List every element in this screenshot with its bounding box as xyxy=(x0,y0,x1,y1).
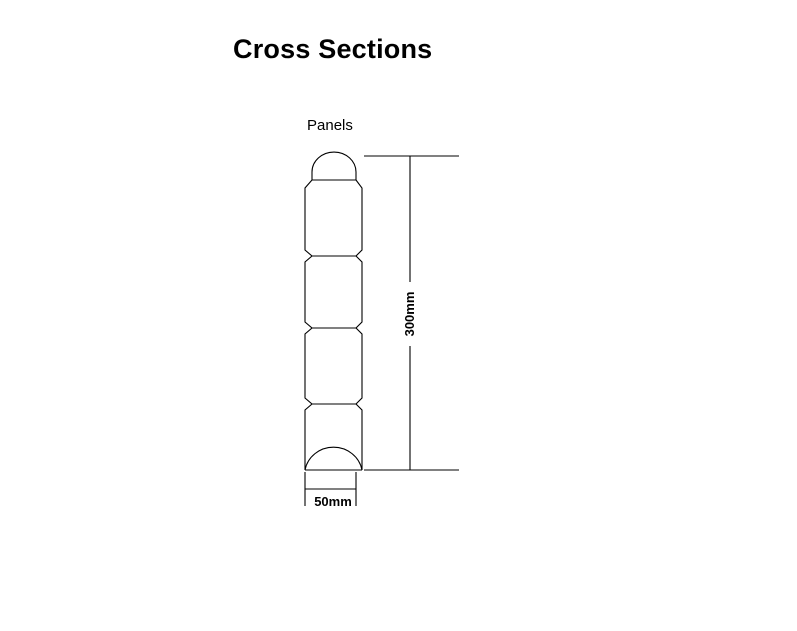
section-label-panels: Panels xyxy=(307,117,353,134)
page-title: Cross Sections xyxy=(233,34,433,64)
top-cap xyxy=(311,151,357,180)
height-dimension-label: 300mm xyxy=(402,292,417,337)
bottom-cap xyxy=(304,446,363,471)
panel-right-edge xyxy=(355,179,363,470)
width-dimension-label: 50mm xyxy=(314,494,352,509)
panel-left-edge xyxy=(304,179,313,470)
